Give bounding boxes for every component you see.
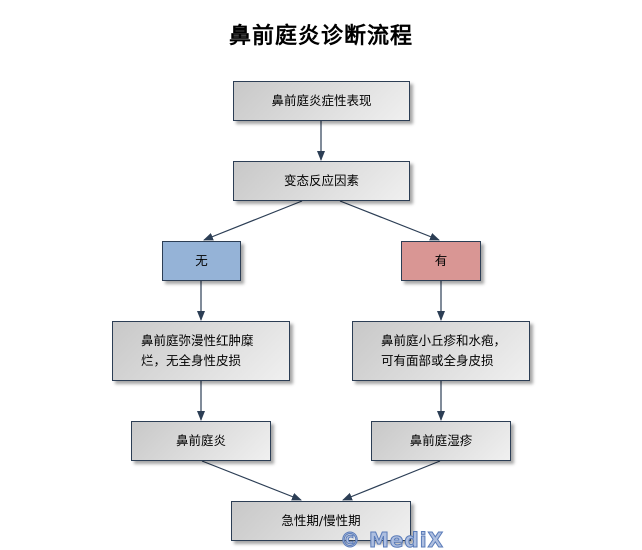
- arrow-eczema-to-stage: [342, 460, 441, 501]
- node-no: 无: [162, 241, 241, 281]
- node-label: 急性期/慢性期: [281, 513, 361, 528]
- arrow-allergy-to-yes: [339, 200, 440, 241]
- watermark-logo: © MediX: [339, 528, 445, 550]
- node-label: 鼻前庭炎: [175, 433, 226, 448]
- node-yes: 有: [401, 241, 481, 281]
- node-eczema: 鼻前庭湿疹: [371, 421, 511, 461]
- node-label: 鼻前庭炎症性表现: [271, 93, 372, 108]
- node-label: 无: [195, 253, 208, 268]
- node-label: 有: [434, 253, 448, 268]
- node-right-description: 鼻前庭小丘疹和水疱，可有面部或全身皮损: [352, 321, 530, 381]
- node-label: 鼻前庭湿疹: [409, 433, 473, 448]
- arrow-vestibulitis-to-stage: [201, 460, 302, 501]
- node-allergy: 变态反应因素: [233, 161, 410, 201]
- node-left-description: 鼻前庭弥漫性红肿糜烂，无全身性皮损: [112, 321, 290, 381]
- node-symptoms: 鼻前庭炎症性表现: [233, 81, 410, 121]
- node-label: 变态反应因素: [283, 173, 359, 188]
- node-label: 鼻前庭弥漫性红肿糜烂，无全身性皮损: [141, 333, 254, 368]
- diagram-title: 鼻前庭炎诊断流程: [228, 24, 413, 49]
- node-vestibulitis: 鼻前庭炎: [131, 421, 271, 461]
- arrow-allergy-to-no: [203, 200, 303, 241]
- node-stage: 急性期/慢性期: [231, 501, 411, 541]
- node-label: 鼻前庭小丘疹和水疱，可有面部或全身皮损: [381, 333, 507, 368]
